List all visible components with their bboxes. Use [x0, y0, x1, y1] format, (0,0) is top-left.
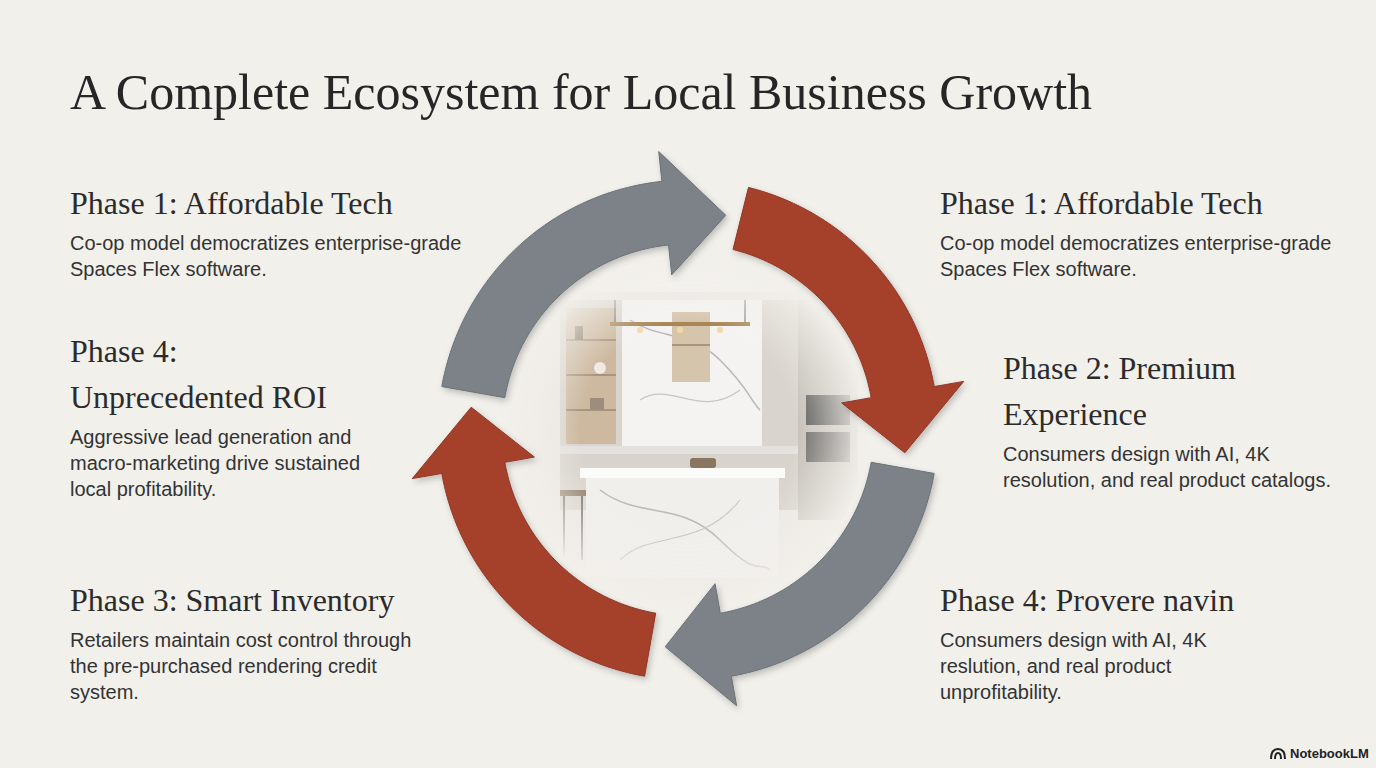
pendant-light [637, 327, 643, 333]
stool-seat [560, 490, 586, 496]
pendant-wire [745, 300, 746, 322]
phase-body: Retailers maintain cost control through … [70, 627, 440, 705]
shelf-line [566, 339, 616, 341]
phase-block: Phase 1: Affordable TechCo-op model demo… [70, 180, 470, 282]
shelf-line [566, 374, 616, 376]
shelf-item [590, 398, 604, 410]
phase-heading: Phase 1: Affordable Tech [70, 180, 470, 226]
oven [806, 395, 850, 425]
icon-arc [1275, 753, 1281, 759]
island-top [580, 468, 785, 478]
pendant-light [677, 327, 683, 333]
shelf-line [672, 344, 710, 346]
pendant-light [717, 327, 723, 333]
marble-vein [600, 490, 770, 570]
marble-island [586, 478, 779, 578]
kitchen-illustration [505, 248, 871, 614]
countertop [560, 446, 798, 454]
cycle-ring [412, 152, 963, 706]
cycle-arrow [442, 152, 726, 398]
shelf-item [594, 362, 606, 374]
phase-body: Consumers design with AI, 4K reslution, … [940, 627, 1270, 705]
counter-bowl [690, 458, 716, 468]
stool-leg [581, 496, 583, 560]
phase-body: Co-op model democratizes enterprise-grad… [70, 230, 470, 282]
phase-block: Phase 2: Premium ExperienceConsumers des… [1003, 345, 1333, 493]
stool-leg [563, 496, 565, 560]
cycle-arrow [733, 187, 964, 452]
phase-heading: Phase 4: Unprecedented ROI [70, 328, 372, 420]
phase-body: Consumers design with AI, 4K resolution,… [1003, 441, 1333, 493]
kitchen-wall [505, 248, 871, 614]
marble-vein [620, 500, 740, 560]
diagram-title: A Complete Ecosystem for Local Business … [70, 62, 1092, 122]
notebooklm-icon [1271, 749, 1285, 759]
phase-body: Co-op model democratizes enterprise-grad… [940, 230, 1340, 282]
phase-block: Phase 4: Provere navinConsumers design w… [940, 577, 1270, 705]
cycle-arrow [665, 462, 934, 705]
phase-heading: Phase 3: Smart Inventory [70, 577, 440, 623]
marble-vein [640, 390, 740, 402]
phase-heading: Phase 1: Affordable Tech [940, 180, 1340, 226]
shelf-item [575, 326, 583, 340]
pendant-bar [610, 322, 750, 326]
kitchen-shelves [566, 308, 616, 444]
phase-heading: Phase 2: Premium Experience [1003, 345, 1333, 437]
phase-block: Phase 1: Affordable TechCo-op model demo… [940, 180, 1340, 282]
cycle-arrow [412, 407, 655, 676]
icon-arc [1271, 749, 1285, 759]
watermark: NotebookLM [1290, 746, 1369, 762]
pendant-wire [615, 300, 616, 322]
phase-block: Phase 3: Smart InventoryRetailers mainta… [70, 577, 440, 705]
oven [806, 432, 850, 462]
phase-block: Phase 4: Unprecedented ROIAggressive lea… [70, 328, 372, 502]
phase-body: Aggressive lead generation and macro-mar… [70, 424, 372, 502]
kitchen-cabinet [762, 300, 798, 450]
phase-heading: Phase 4: Provere navin [940, 577, 1270, 623]
